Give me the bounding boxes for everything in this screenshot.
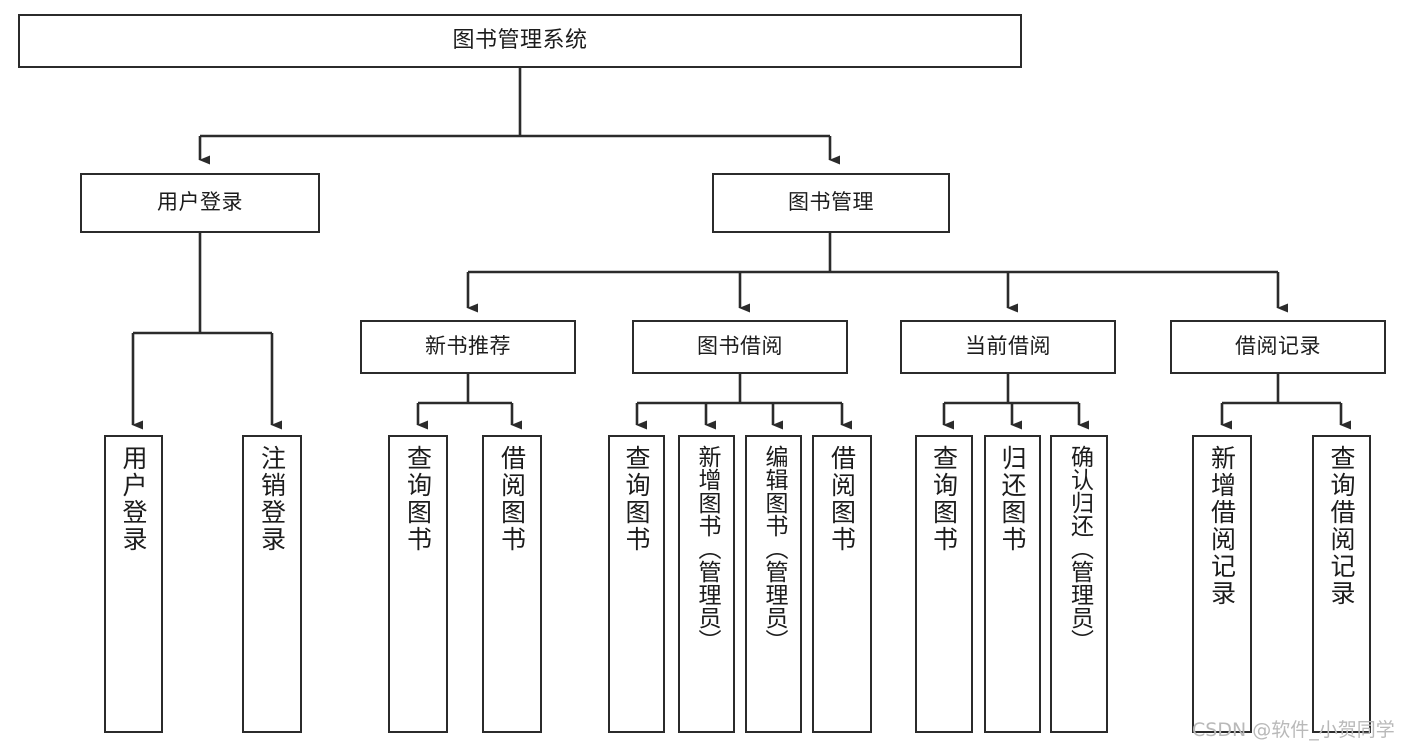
node-label: 注销登录 [257, 445, 287, 553]
node-label: 借阅记录 [1235, 334, 1321, 359]
node-label: 用户登录 [119, 445, 148, 553]
node-label: 新增图书（管理员） [694, 445, 720, 652]
node-root-book-management-system[interactable]: 图书管理系统 [18, 14, 1022, 68]
leaf-query-book-newbook[interactable]: 查询图书 [388, 435, 448, 733]
node-label: 新书推荐 [425, 334, 511, 359]
node-borrow-record[interactable]: 借阅记录 [1170, 320, 1386, 374]
leaf-return-book[interactable]: 归还图书 [984, 435, 1041, 733]
leaf-borrow-book[interactable]: 借阅图书 [812, 435, 872, 733]
leaf-logout[interactable]: 注销登录 [242, 435, 302, 733]
leaf-add-borrow-record[interactable]: 新增借阅记录 [1192, 435, 1252, 733]
node-label: 用户登录 [157, 190, 243, 215]
node-label: 确认归还（管理员） [1066, 445, 1093, 652]
node-label: 借阅图书 [497, 445, 527, 553]
node-book-borrow[interactable]: 图书借阅 [632, 320, 848, 374]
leaf-add-book-admin[interactable]: 新增图书（管理员） [678, 435, 735, 733]
node-label: 查询图书 [622, 445, 651, 553]
node-label: 查询借阅记录 [1327, 445, 1356, 607]
node-label: 图书管理 [788, 190, 874, 215]
node-label: 借阅图书 [827, 445, 857, 553]
node-label: 新增借阅记录 [1207, 445, 1237, 607]
node-label: 图书管理系统 [452, 27, 588, 53]
leaf-edit-book-admin[interactable]: 编辑图书（管理员） [745, 435, 802, 733]
node-book-management[interactable]: 图书管理 [712, 173, 950, 233]
node-current-borrow[interactable]: 当前借阅 [900, 320, 1116, 374]
leaf-borrow-book-newbook[interactable]: 借阅图书 [482, 435, 542, 733]
node-label: 查询图书 [929, 445, 959, 553]
leaf-query-book-borrow[interactable]: 查询图书 [608, 435, 665, 733]
leaf-query-borrow-record[interactable]: 查询借阅记录 [1312, 435, 1371, 733]
csdn-watermark: CSDN @软件_小贺同学 [1192, 719, 1395, 741]
node-label: 查询图书 [403, 445, 433, 553]
leaf-confirm-return-admin[interactable]: 确认归还（管理员） [1050, 435, 1108, 733]
leaf-query-book-current[interactable]: 查询图书 [915, 435, 973, 733]
node-user-login[interactable]: 用户登录 [80, 173, 320, 233]
node-label: 编辑图书（管理员） [761, 445, 787, 652]
node-label: 当前借阅 [965, 334, 1051, 359]
node-new-book-recommend[interactable]: 新书推荐 [360, 320, 576, 374]
leaf-user-login[interactable]: 用户登录 [104, 435, 163, 733]
node-label: 图书借阅 [697, 334, 783, 359]
node-label: 归还图书 [998, 445, 1027, 553]
